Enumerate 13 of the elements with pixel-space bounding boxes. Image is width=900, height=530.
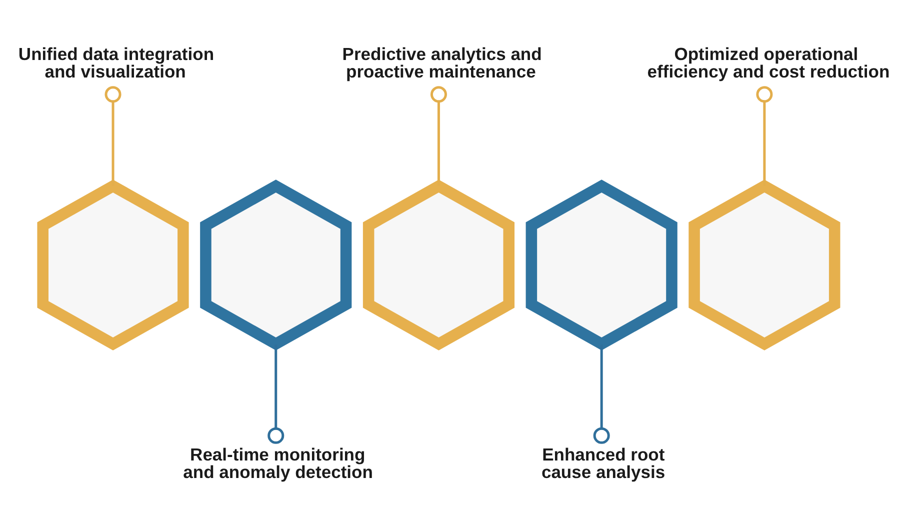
node-text: Optimized operational efficiency and cost reduction: [647, 44, 890, 82]
connector: [430, 86, 447, 186]
node-text: Unified data integration and visualization: [18, 44, 214, 82]
node-hexagon: [200, 180, 352, 350]
node-text: Real-time monitoring and anomaly detection: [183, 444, 373, 482]
node-hexagon: [688, 180, 840, 350]
connector: [756, 86, 773, 186]
node-text: Predictive analytics and proactive maintenance: [342, 44, 542, 82]
node-hexagon: [362, 180, 515, 350]
node-hexagon: [37, 180, 189, 350]
connector: [104, 86, 122, 186]
node-text: Enhanced root cause analysis: [541, 444, 666, 482]
node-hexagon: [526, 180, 678, 350]
